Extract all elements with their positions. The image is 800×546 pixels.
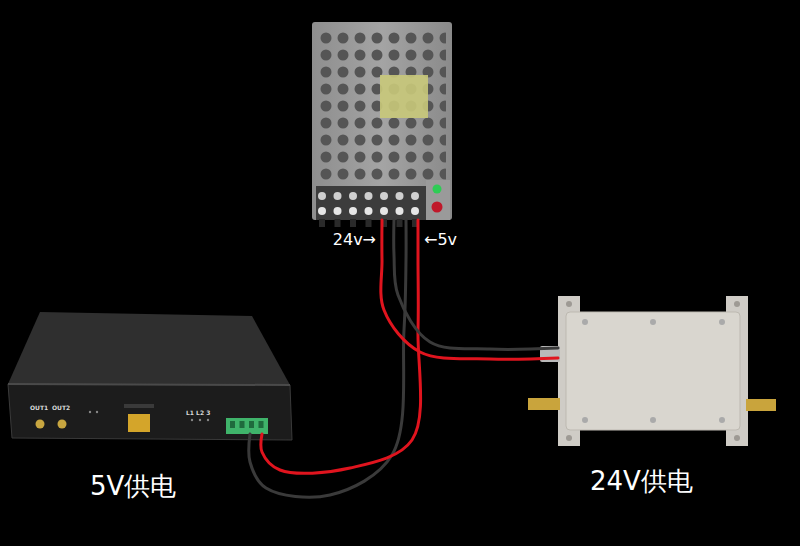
port-label: OUT2 bbox=[52, 405, 70, 411]
screw bbox=[396, 192, 404, 200]
port-label-plate bbox=[124, 404, 154, 408]
screw bbox=[411, 192, 419, 200]
screw bbox=[396, 207, 404, 215]
box-front bbox=[8, 384, 292, 440]
terminal-tab bbox=[350, 219, 356, 227]
controller-node: 5V供电 bbox=[8, 308, 292, 434]
sma-port bbox=[58, 420, 67, 429]
module-body bbox=[566, 312, 740, 430]
power-supply-node: 24v→←5v bbox=[312, 22, 452, 220]
power-wire bbox=[261, 220, 421, 473]
led-panel bbox=[426, 180, 450, 220]
terminal-pin bbox=[230, 421, 235, 428]
terminal-screws bbox=[318, 192, 419, 227]
power-led bbox=[433, 185, 442, 194]
indicator bbox=[191, 419, 193, 421]
screw bbox=[334, 207, 342, 215]
port-label: L1 L2 3 bbox=[186, 410, 210, 416]
screw bbox=[380, 192, 388, 200]
screw bbox=[411, 207, 419, 215]
amplifier-node: 24V供电 bbox=[558, 296, 748, 446]
box-edge bbox=[8, 384, 290, 385]
screw bbox=[365, 207, 373, 215]
network-port bbox=[128, 414, 150, 432]
amplifier-module bbox=[528, 296, 776, 446]
terminal-pin bbox=[249, 421, 254, 428]
sma-connector bbox=[746, 399, 776, 411]
controller-box bbox=[8, 312, 292, 440]
indicator bbox=[89, 411, 91, 413]
supply-label: 5V供电 bbox=[90, 471, 176, 502]
supply-label: 24v→ bbox=[333, 230, 376, 249]
power-wire bbox=[394, 220, 558, 349]
terminal-tab bbox=[335, 219, 341, 227]
indicator bbox=[207, 419, 209, 421]
adjust-knob bbox=[432, 202, 443, 213]
supply-label: 24V供电 bbox=[590, 466, 693, 497]
screw bbox=[380, 207, 388, 215]
psu-case bbox=[312, 22, 452, 220]
terminal-block bbox=[316, 186, 426, 220]
screw bbox=[318, 207, 326, 215]
sma-port bbox=[36, 420, 45, 429]
supply-label: ←5v bbox=[424, 230, 457, 249]
terminal-tab bbox=[397, 219, 403, 227]
box-top bbox=[8, 312, 290, 385]
terminal-pins bbox=[230, 421, 264, 428]
terminal-tab bbox=[319, 219, 325, 227]
indicator bbox=[96, 411, 98, 413]
power-wire bbox=[381, 220, 558, 359]
screw bbox=[334, 192, 342, 200]
screw bbox=[349, 207, 357, 215]
green-terminal bbox=[226, 418, 268, 434]
screw bbox=[318, 192, 326, 200]
indicator bbox=[199, 419, 201, 421]
label-plate bbox=[380, 75, 428, 118]
port-label: OUT1 bbox=[30, 405, 48, 411]
terminal-pin bbox=[240, 421, 245, 428]
terminal-tab bbox=[366, 219, 372, 227]
terminal-pin bbox=[259, 421, 264, 428]
sma-connector bbox=[528, 398, 560, 410]
screw bbox=[365, 192, 373, 200]
screw bbox=[349, 192, 357, 200]
vent-holes bbox=[318, 28, 446, 184]
power-supply bbox=[312, 22, 452, 220]
